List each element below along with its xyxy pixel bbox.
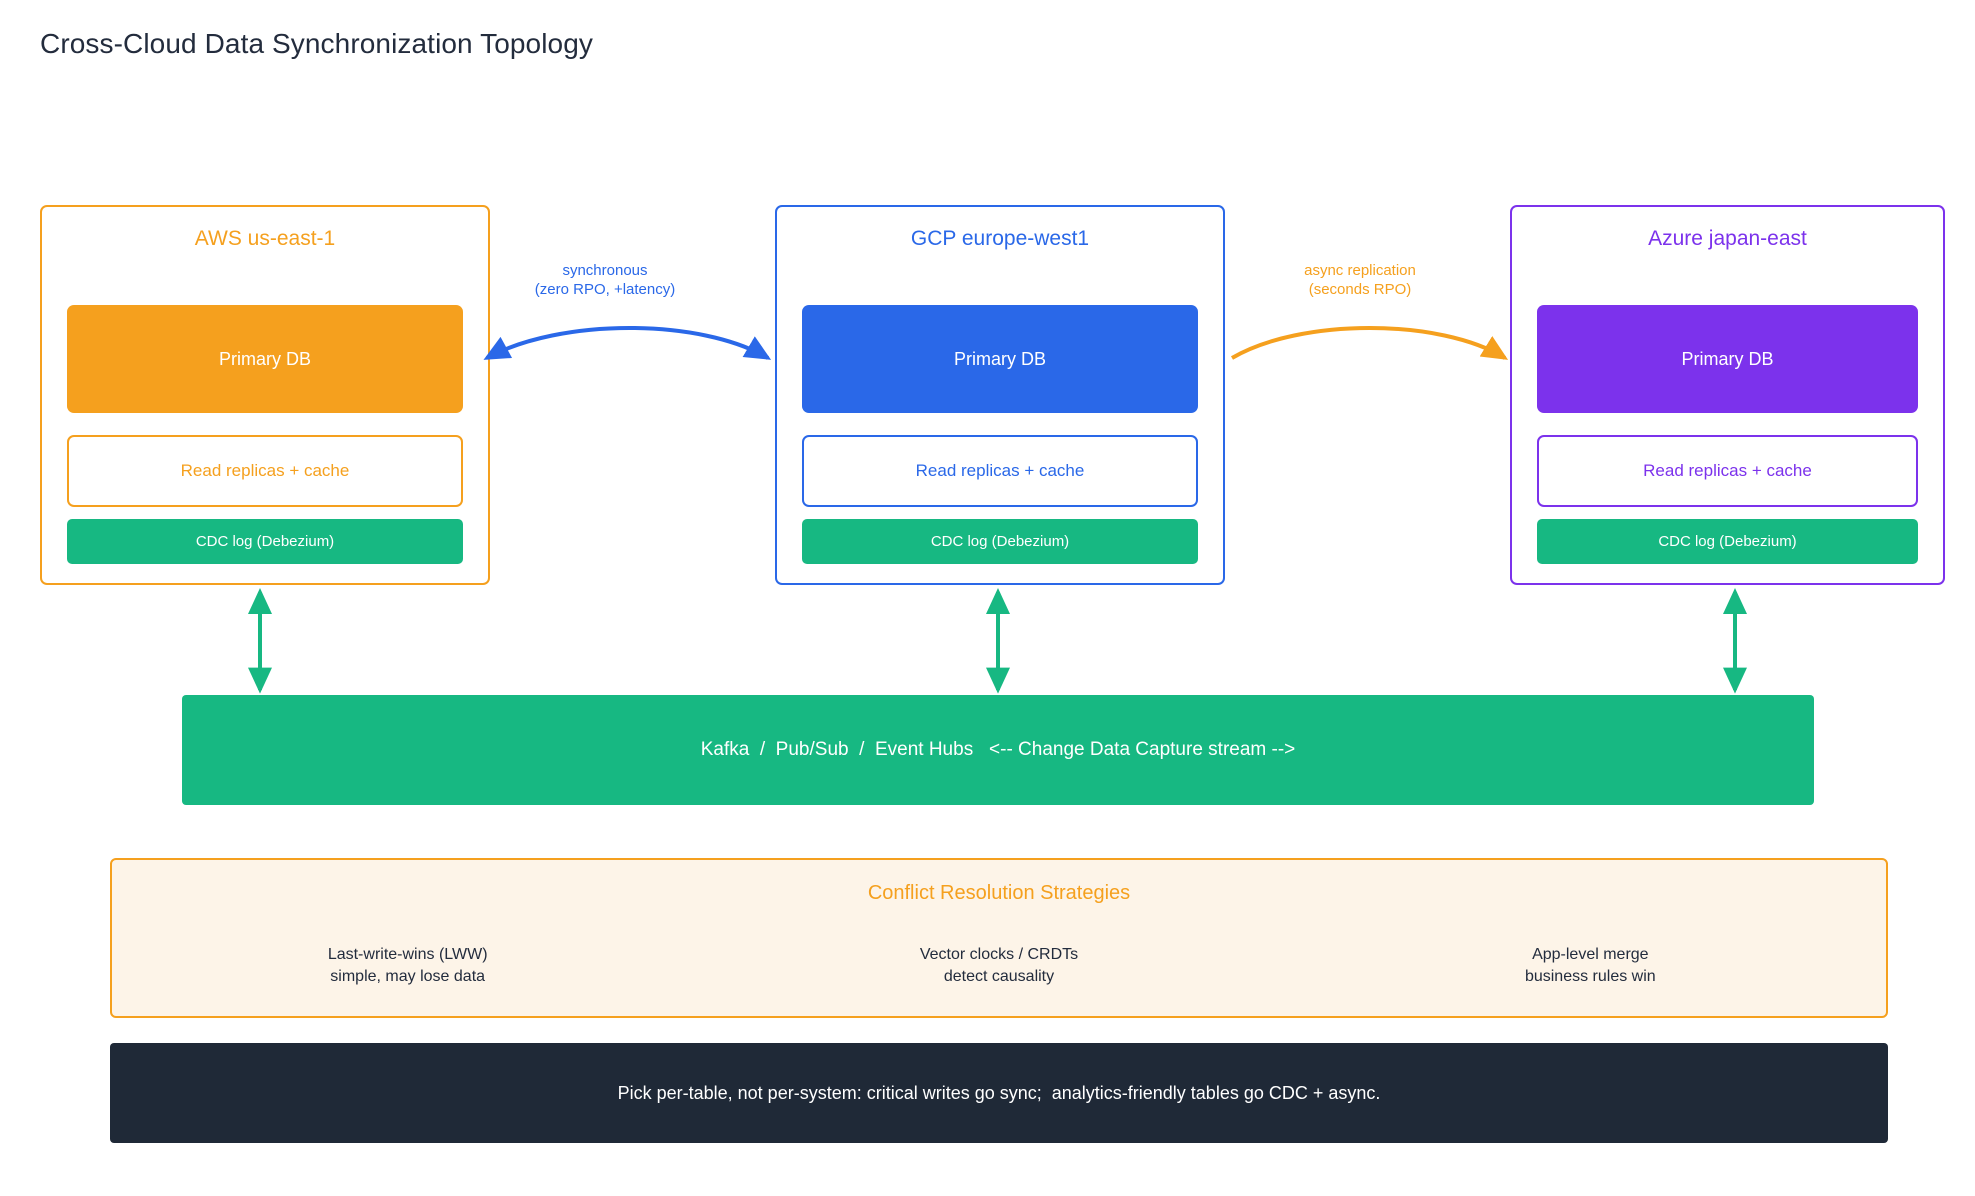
page-title: Cross-Cloud Data Synchronization Topolog… xyxy=(40,28,593,59)
conflict-resolution-title: Conflict Resolution Strategies xyxy=(867,882,1131,904)
cdc-log-gcp[interactable]: CDC log (Debezium) xyxy=(802,519,1198,564)
cdc-stream-bar[interactable]: Kafka / Pub/Sub / Event Hubs <-- Change … xyxy=(182,695,1814,805)
cloud-panel-title-azure: Azure japan-east xyxy=(1648,227,1807,250)
footer-recommendation-banner: Pick per-table, not per-system: critical… xyxy=(110,1043,1888,1143)
primary-db-gcp[interactable]: Primary DB xyxy=(802,305,1198,413)
conflict-strategy-item: Vector clocks / CRDTs detect causality xyxy=(919,946,1079,985)
conflict-strategy-item: Last-write-wins (LWW) simple, may lose d… xyxy=(327,946,488,985)
read-replicas-gcp[interactable]: Read replicas + cache xyxy=(802,435,1198,507)
cloud-panel-title-aws: AWS us-east-1 xyxy=(194,227,336,250)
cdc-log-aws[interactable]: CDC log (Debezium) xyxy=(67,519,463,564)
cloud-panel-aws[interactable]: AWS us-east-1 Primary DB Read replicas +… xyxy=(40,205,490,585)
conflict-strategy-columns: Last-write-wins (LWW) simple, may lose d… xyxy=(112,944,1886,987)
cloud-panel-title-gcp: GCP europe-west1 xyxy=(910,227,1090,250)
read-replicas-aws[interactable]: Read replicas + cache xyxy=(67,435,463,507)
conflict-strategy-item: App-level merge business rules win xyxy=(1524,946,1656,985)
primary-db-azure[interactable]: Primary DB xyxy=(1537,305,1918,413)
connector-arrow-gcp-azure xyxy=(1230,326,1509,360)
cloud-panel-gcp[interactable]: GCP europe-west1 Primary DB Read replica… xyxy=(775,205,1225,585)
connector-label-gcp-azure: async replication (seconds RPO) xyxy=(1304,262,1416,298)
cdc-log-azure[interactable]: CDC log (Debezium) xyxy=(1537,519,1918,564)
read-replicas-azure[interactable]: Read replicas + cache xyxy=(1537,435,1918,507)
cloud-panel-azure[interactable]: Azure japan-east Primary DB Read replica… xyxy=(1510,205,1945,585)
connector-label-aws-gcp: synchronous (zero RPO, +latency) xyxy=(534,262,676,298)
conflict-resolution-box: Conflict Resolution Strategies Last-writ… xyxy=(110,858,1888,1018)
connector-arrow-aws-gcp xyxy=(483,326,772,360)
primary-db-aws[interactable]: Primary DB xyxy=(67,305,463,413)
